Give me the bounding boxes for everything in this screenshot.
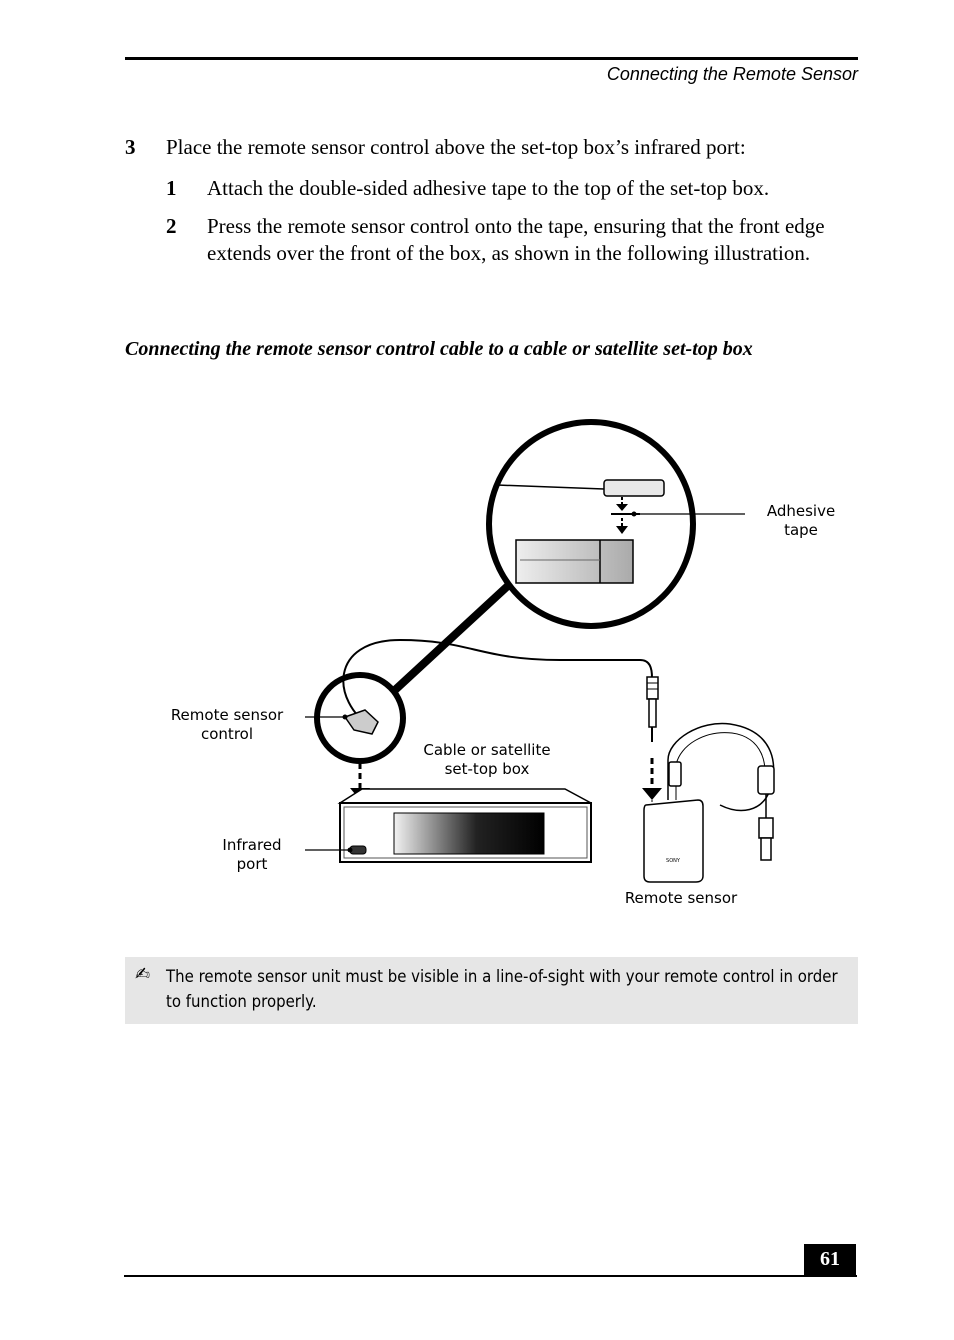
running-head: Connecting the Remote Sensor [606,64,858,84]
label-set-top-box: Cable or satellite set-top box [423,741,551,778]
note-text: The remote sensor unit must be visible i… [166,967,838,1012]
substep-text: Press the remote sensor control onto the… [207,214,825,265]
label-infrared-port: Infrared port [222,836,282,873]
remote-sensor-unit: SONY [643,722,775,883]
pencil-note-icon: ✍ [135,964,151,985]
bottom-rule [124,1275,857,1277]
figure-caption: Connecting the remote sensor control cab… [125,338,753,360]
cable-plug [642,676,662,800]
sensor-cable [342,638,653,729]
zoom-connector [392,579,515,693]
substep-number: 1 [166,176,177,200]
label-adhesive-tape: Adhesive tape [766,502,836,539]
sensor-control-magnified [603,479,665,497]
set-top-box [337,788,592,863]
note-box: ✍ The remote sensor unit must be visible… [125,957,858,1024]
svg-text:SONY: SONY [666,858,681,864]
label-remote-sensor: Remote sensor [624,889,738,907]
substep-number: 2 [166,214,177,238]
step-number: 3 [125,135,136,159]
substep-text: Attach the double-sided adhesive tape to… [207,176,770,200]
box-display [393,812,545,855]
remote-sensor-control [343,709,379,735]
set-top-box-magnified [515,539,634,584]
magnified-detail [486,419,696,629]
step-text: Place the remote sensor control above th… [166,135,746,159]
label-remote-sensor-control: Remote sensor control [170,706,284,743]
top-rule [125,57,858,60]
page-number: 61 [804,1244,856,1277]
